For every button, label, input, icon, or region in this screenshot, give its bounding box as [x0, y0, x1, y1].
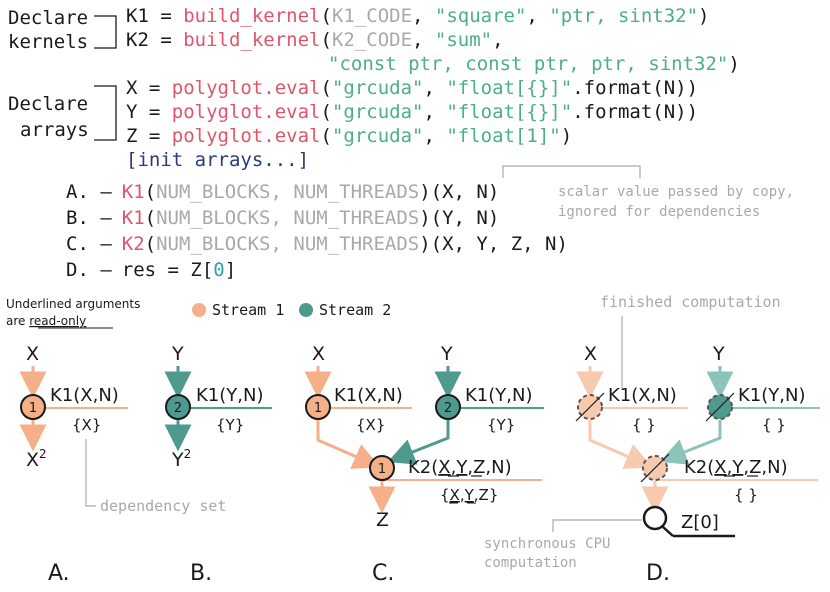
code-line-k1: K1 = build_kernel(K1_CODE, "square", "pt…	[126, 5, 709, 27]
panel-c-deps-3: {X,Y,Z}	[440, 486, 498, 504]
panel-b-node-label: 2	[174, 401, 182, 416]
declare-arrays-bracket	[94, 85, 117, 141]
panel-d-deps-3: { }	[734, 486, 758, 504]
panel-a-node-label: 1	[29, 401, 37, 416]
code-line-k2-cont: "const ptr, const ptr, ptr, sint32")	[328, 53, 740, 75]
legend: Underlined arguments are read-only Strea…	[6, 297, 391, 329]
panel-d-call-1: K1(X,N)	[608, 385, 677, 406]
declare-arrays-label-1: Declare	[8, 93, 88, 115]
sync-cpu-label-1: synchronous CPU	[484, 536, 610, 552]
panel-d-call-2: K1(Y,N)	[738, 385, 805, 406]
panel-d-result: Z[0]	[681, 512, 719, 533]
panel-c-input-x: X	[312, 343, 325, 365]
panel-c-deps-2: {Y}	[487, 416, 515, 434]
code-line-b: B. —K1(NUM_BLOCKS, NUM_THREADS)(Y, N)	[66, 207, 499, 229]
sync-cpu-pointer	[552, 519, 642, 532]
panel-c-input-y: Y	[440, 343, 453, 365]
stream2-swatch	[299, 303, 313, 317]
stream1-swatch	[192, 303, 206, 317]
panel-b: Y 2 K1(Y,N) {Y} Y2 B.	[164, 343, 272, 586]
stream1-label: Stream 1	[212, 301, 284, 319]
stream2-label: Stream 2	[319, 301, 391, 319]
declare-arrays-label-2: arrays	[20, 119, 89, 141]
panel-d-input-y: Y	[712, 343, 725, 365]
panel-a-call: K1(X,N)	[50, 385, 119, 406]
panel-d-input-x: X	[584, 343, 597, 365]
panel-a-node	[20, 394, 46, 420]
panel-b-input-y: Y	[171, 343, 184, 365]
panel-d-node-1-strike	[575, 392, 605, 422]
code-line-y: Y = polyglot.eval("grcuda", "float[{}]".…	[126, 101, 698, 123]
declare-kernels-bracket	[94, 15, 117, 49]
scalar-note-bracket	[502, 165, 641, 178]
legend-note-1: Underlined arguments	[6, 297, 140, 311]
legend-note-2: are read-only	[6, 314, 86, 328]
panel-d-node-3-strike	[640, 453, 670, 483]
panel-a-deps: {X}	[72, 416, 101, 434]
code-line-c: C. —K2(NUM_BLOCKS, NUM_THREADS)(X, Y, Z,…	[66, 233, 568, 255]
sync-cpu-label-2: computation	[484, 555, 577, 571]
code-line-x: X = polyglot.eval("grcuda", "float[{}]".…	[126, 77, 698, 99]
panel-c-node-3	[369, 455, 395, 481]
panel-d-letter: D.	[646, 561, 670, 586]
dependency-set-label: dependency set	[100, 497, 226, 515]
code-line-k2: K2 = build_kernel(K2_CODE, "sum",	[126, 29, 504, 51]
panel-c-call-3: K2(X,Y,Z,N)	[408, 457, 512, 478]
panel-d-call-3: K2(X,Y,Z,N)	[684, 457, 788, 478]
panel-d-node-2-strike	[705, 392, 735, 422]
panel-c-node-3-label: 1	[378, 462, 386, 477]
panel-a-output: X2	[26, 447, 47, 471]
dependency-set-pointer	[85, 439, 96, 507]
code-block: Declare kernels K1 = build_kernel(K1_COD…	[8, 5, 740, 281]
panel-c-node-2	[435, 394, 461, 420]
panel-c: X 1 K1(X,N) {X} Y 2 K1(Y,N) {Y} 1 K2(X,Y…	[304, 343, 544, 586]
panel-a-input-x: X	[26, 343, 39, 365]
panel-b-call: K1(Y,N)	[196, 385, 263, 406]
panel-d-cpu-node	[642, 505, 668, 531]
code-line-d: D. —res = Z[0]	[66, 259, 236, 281]
panel-c-node-1-label: 1	[314, 401, 322, 416]
panel-c-letter: C.	[372, 561, 394, 586]
panel-a: X 1 K1(X,N) {X} X2 A.	[19, 343, 128, 586]
panel-b-letter: B.	[190, 561, 212, 586]
code-line-a: A. —K1(NUM_BLOCKS, NUM_THREADS)(X, N)	[66, 181, 499, 203]
panel-d-deps-1: { }	[632, 416, 656, 434]
declare-kernels-label-2: kernels	[8, 31, 88, 53]
panel-d-deps-2: { }	[762, 416, 786, 434]
panel-a-letter: A.	[48, 561, 70, 586]
panel-b-output: Y2	[171, 447, 191, 471]
declare-kernels-label-1: Declare	[8, 7, 88, 29]
panel-c-node-1	[305, 394, 331, 420]
panel-b-node	[165, 394, 191, 420]
finished-computation-label: finished computation	[600, 293, 781, 311]
panel-c-node-2-label: 2	[444, 401, 452, 416]
code-line-init: [init arrays...]	[126, 149, 309, 171]
scalar-note-1: scalar value passed by copy,	[558, 184, 794, 200]
panel-c-call-2: K1(Y,N)	[465, 385, 532, 406]
panel-b-deps: {Y}	[216, 416, 244, 434]
panel-c-output-z: Z	[376, 509, 389, 531]
panel-c-call-1: K1(X,N)	[334, 385, 403, 406]
panel-c-deps-1: {X}	[356, 416, 385, 434]
panel-d: X K1(X,N) { } Y K1(Y,N) { } K2(X,Y,Z,N) …	[575, 343, 820, 586]
scalar-note-2: ignored for dependencies	[558, 204, 760, 220]
code-line-z: Z = polyglot.eval("grcuda", "float[1]")	[126, 125, 572, 147]
